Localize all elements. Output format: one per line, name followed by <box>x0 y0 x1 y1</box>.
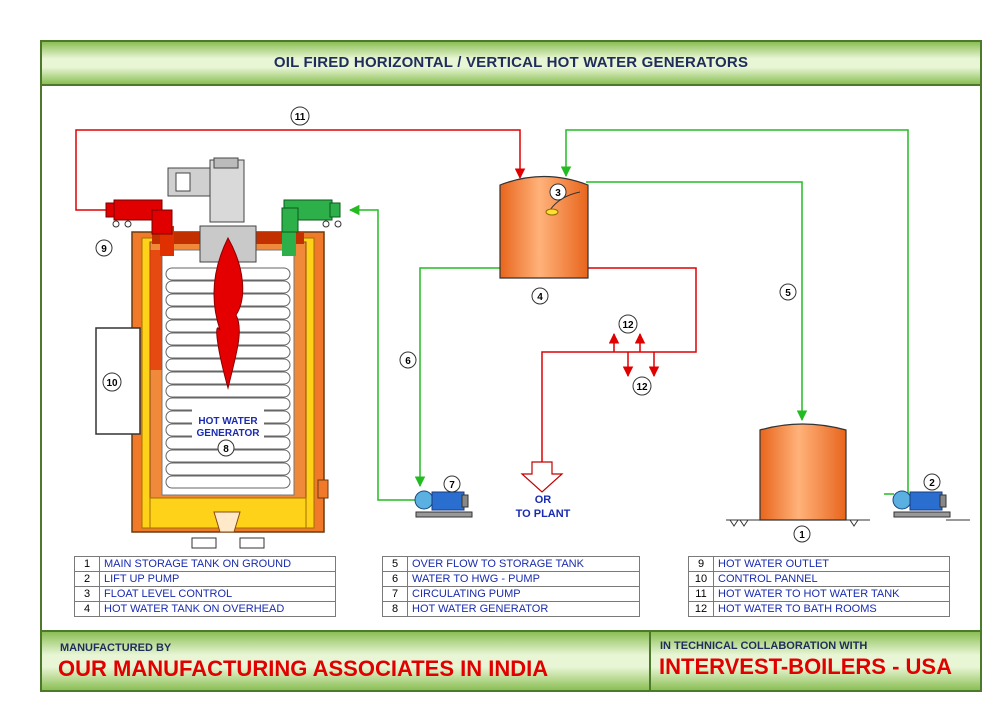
pipe-overflow <box>586 181 808 422</box>
legend-text: FLOAT LEVEL CONTROL <box>99 586 336 602</box>
legend-number: 4 <box>74 601 100 617</box>
svg-text:12: 12 <box>622 320 634 331</box>
svg-text:7: 7 <box>449 480 455 491</box>
legend-number: 9 <box>688 556 714 572</box>
hot-water-outlet-valve <box>105 199 173 235</box>
hot-water-tank-overhead <box>499 175 589 279</box>
svg-text:3: 3 <box>555 188 561 199</box>
svg-text:12: 12 <box>636 382 648 393</box>
footer-divider <box>649 632 651 690</box>
page-title: OIL FIRED HORIZONTAL / VERTICAL HOT WATE… <box>273 54 749 71</box>
pipe-pump-to-generator <box>348 204 416 501</box>
legend-text: OVER FLOW TO STORAGE TANK <box>407 556 640 572</box>
callout-2 <box>923 473 941 491</box>
footer-bar: MANUFACTURED BY OUR MANUFACTURING ASSOCI… <box>42 630 980 690</box>
callout-10 <box>102 372 122 392</box>
pipe-to-hwg-pump <box>414 267 500 488</box>
manufactured-by-label: MANUFACTURED BY <box>60 642 172 654</box>
legend-number: 1 <box>74 556 100 572</box>
callout-4 <box>531 287 549 305</box>
legend-text: LIFT UP PUMP <box>99 571 336 587</box>
lift-up-pump <box>892 490 970 521</box>
legend-text: CONTROL PANNEL <box>713 571 950 587</box>
legend-number: 7 <box>382 586 408 602</box>
callout-5 <box>779 283 797 301</box>
callout-12b <box>632 376 652 396</box>
svg-text:10: 10 <box>106 378 118 389</box>
callout-6 <box>399 351 417 369</box>
svg-text:6: 6 <box>405 356 411 367</box>
legend-text: HOT WATER TO BATH ROOMS <box>713 601 950 617</box>
legend-text: CIRCULATING PUMP <box>407 586 640 602</box>
legend-number: 8 <box>382 601 408 617</box>
callout-9 <box>95 239 113 257</box>
svg-text:9: 9 <box>101 244 107 255</box>
svg-text:11: 11 <box>295 112 306 123</box>
pipe-hot-to-bathrooms <box>541 267 697 462</box>
legend-text: MAIN STORAGE TANK ON GROUND <box>99 556 336 572</box>
legend-text: HOT WATER GENERATOR <box>407 601 640 617</box>
legend-number: 2 <box>74 571 100 587</box>
callout-8 <box>217 439 235 457</box>
callout-7 <box>443 475 461 493</box>
legend-text: HOT WATER TO HOT WATER TANK <box>713 586 950 602</box>
title-bar: OIL FIRED HORIZONTAL / VERTICAL HOT WATE… <box>42 42 980 86</box>
legend-number: 12 <box>688 601 714 617</box>
legend-text: HOT WATER TANK ON OVERHEAD <box>99 601 336 617</box>
svg-text:2: 2 <box>929 478 935 489</box>
svg-text:8: 8 <box>223 444 229 455</box>
legend-number: 11 <box>688 586 714 602</box>
svg-text:1: 1 <box>799 530 805 541</box>
svg-text:4: 4 <box>537 292 543 303</box>
circulating-pump <box>414 490 473 518</box>
plant-label-1: OR <box>535 494 552 506</box>
inlet-valve <box>281 199 342 233</box>
callout-1 <box>793 525 811 543</box>
svg-text:5: 5 <box>785 288 791 299</box>
legend-text: HOT WATER OUTLET <box>713 556 950 572</box>
pipe-lift-up <box>560 129 909 494</box>
legend-number: 6 <box>382 571 408 587</box>
callout-11 <box>290 106 310 126</box>
pipe-hot-to-tank <box>75 129 526 211</box>
manufacturer-name: OUR MANUFACTURING ASSOCIATES IN INDIA <box>58 656 549 681</box>
legend-text: WATER TO HWG - PUMP <box>407 571 640 587</box>
legend-number: 3 <box>74 586 100 602</box>
to-plant-arrow <box>520 461 564 493</box>
legend-number: 5 <box>382 556 408 572</box>
legend-number: 10 <box>688 571 714 587</box>
collaboration-label: IN TECHNICAL COLLABORATION WITH <box>660 640 868 652</box>
callout-12a <box>618 314 638 334</box>
main-storage-tank <box>726 423 870 527</box>
partner-name: INTERVEST-BOILERS - USA <box>659 654 952 679</box>
callout-3 <box>549 183 567 201</box>
generator-label-2: GENERATOR <box>197 428 261 439</box>
plant-label-2: TO PLANT <box>516 508 571 520</box>
generator-label-1: HOT WATER <box>198 416 258 427</box>
